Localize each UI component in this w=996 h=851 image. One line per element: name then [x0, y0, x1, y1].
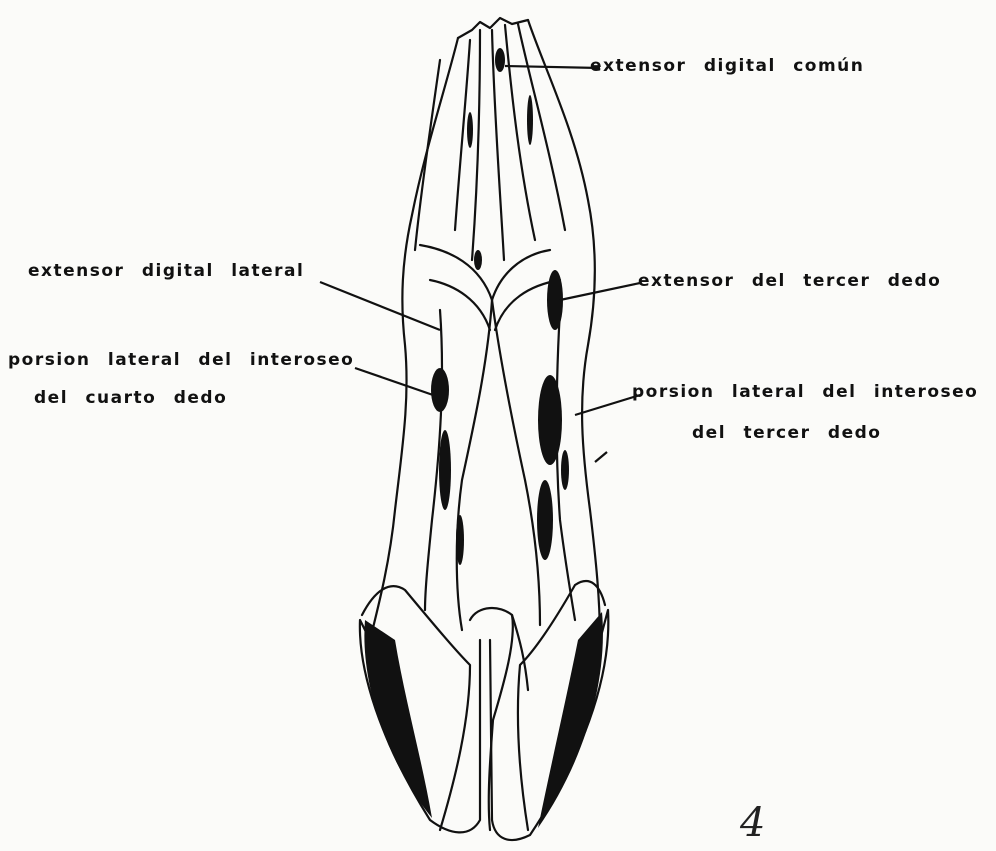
label-extensor-digital-lateral: extensor digital lateral — [28, 263, 304, 280]
leader-interoseo-cuarto — [355, 368, 433, 395]
leader-extensor-comun — [505, 66, 600, 68]
label-porcion-interoseo-cuarto-2: del cuarto dedo — [34, 390, 227, 407]
handwritten-figure-number: 4 — [740, 800, 765, 846]
leader-interoseo-tercer — [575, 395, 640, 415]
leader-extensor-tercer — [560, 283, 640, 300]
label-extensor-tercer-dedo: extensor del tercer dedo — [638, 273, 941, 290]
leader-extensor-lateral — [320, 282, 440, 330]
label-extensor-digital-comun: extensor digital común — [590, 58, 864, 75]
label-porcion-interoseo-tercer-2: del tercer dedo — [692, 425, 881, 442]
label-porcion-interoseo-cuarto-1: porsion lateral del interoseo — [8, 352, 354, 369]
label-porcion-interoseo-tercer-1: porsion lateral del interoseo — [632, 384, 978, 401]
